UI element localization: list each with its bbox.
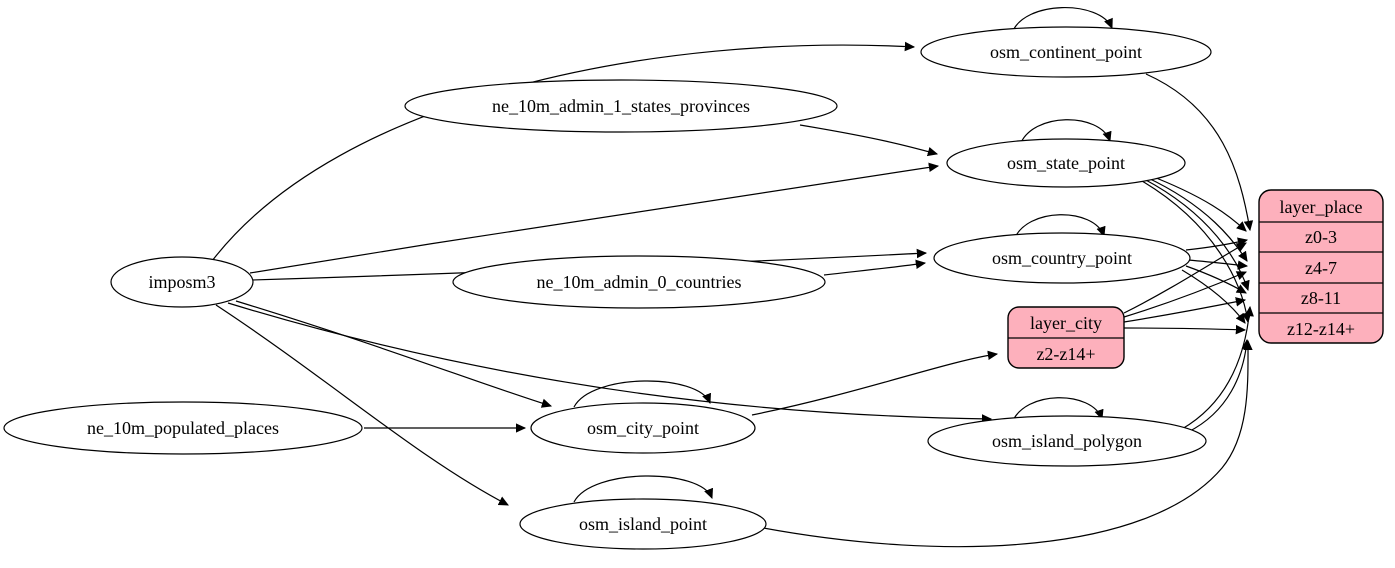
imposm3-shape — [110, 256, 254, 308]
edge-imposm3-osm_continent_point — [211, 41, 916, 262]
node-osm_city_point: osm_city_point — [530, 402, 756, 454]
edge-group — [211, 7, 1254, 548]
node-osm_state_point: osm_state_point — [946, 138, 1186, 188]
imposm3-label: imposm3 — [148, 272, 215, 292]
layer_place-title: layer_place — [1280, 197, 1363, 217]
edge-osm_country_point-layer_place-z4-7 — [1187, 259, 1249, 270]
ne_10m_populated_places-shape — [3, 401, 363, 455]
edge-osm_state_point-layer_place-z4-7 — [1145, 176, 1248, 262]
edge-osm_island_point-layer_place-z12-z14 — [757, 339, 1253, 548]
osm_island_point-label: osm_island_point — [579, 514, 707, 534]
edge-selfloop-osm_country_point — [1013, 214, 1106, 241]
node-imposm3: imposm3 — [110, 256, 254, 308]
node-ne_10m_populated_places: ne_10m_populated_places — [3, 401, 363, 455]
node-osm_island_point: osm_island_point — [519, 498, 767, 550]
edge-layer_city-layer_place-z0-3 — [1123, 242, 1247, 314]
osm_state_point-label: osm_state_point — [1007, 153, 1125, 173]
node-ne_10m_admin_1_states_provinces: ne_10m_admin_1_states_provinces — [404, 79, 838, 133]
osm_continent_point-shape — [920, 26, 1212, 78]
node-layer_city: layer_city z2-z14+ — [1007, 306, 1125, 369]
edge-imposm3-osm_city_point — [235, 300, 553, 408]
node-osm_continent_point: osm_continent_point — [920, 26, 1212, 78]
edge-selfloop-osm_continent_point — [1011, 7, 1113, 34]
edge-selfloop-osm_city_point — [573, 380, 711, 408]
ne_10m_admin_0_countries-label: ne_10m_admin_0_countries — [537, 272, 742, 292]
edge-selfloop-osm_island_point — [573, 475, 713, 503]
edge-osm_country_point-layer_place-z12-z14 — [1181, 269, 1246, 324]
layer_city-title: layer_city — [1030, 313, 1102, 333]
layer_city-row-z2-z14: z2-z14+ — [1036, 344, 1095, 364]
edge-ne_10m_admin_0_countries-osm_country_point — [823, 259, 927, 276]
edge-layer_city-layer_place-z12-z14 — [1123, 324, 1247, 335]
node-layer_place: layer_place z0-3 z4-7 z8-11 z12-z14+ — [1258, 189, 1384, 344]
edge-osm_city_point-layer_city-z2-z14 — [751, 350, 999, 416]
node-osm_country_point: osm_country_point — [933, 232, 1191, 284]
node-ne_10m_admin_0_countries: ne_10m_admin_0_countries — [452, 255, 826, 309]
edge-selfloop-osm_state_point — [1019, 119, 1112, 146]
edge-osm_continent_point-layer_place-z0-3 — [1145, 73, 1254, 232]
layer_place-row-z12-z14: z12-z14+ — [1287, 319, 1355, 339]
edge-layer_city-layer_place-z4-7 — [1123, 271, 1247, 318]
osm_state_point-shape — [946, 138, 1186, 188]
osm_island_point-shape — [519, 498, 767, 550]
osm_island_polygon-shape — [927, 415, 1207, 467]
ne_10m_populated_places-label: ne_10m_populated_places — [87, 418, 279, 438]
edge-imposm3-osm_island_point — [215, 304, 509, 506]
edge-imposm3-osm_island_polygon — [227, 302, 993, 424]
layer_place-row-z8-11: z8-11 — [1301, 288, 1341, 308]
osm_continent_point-label: osm_continent_point — [990, 42, 1142, 62]
osm_city_point-shape — [530, 402, 756, 454]
edge-layer_city-layer_place-z8-11 — [1123, 297, 1247, 323]
edge-selfloop-osm_island_polygon — [1011, 397, 1104, 424]
edge-osm_island_polygon-layer_place-z12-z14 — [1187, 338, 1251, 433]
layer_place-row-z0-3: z0-3 — [1305, 227, 1337, 247]
layer_place-row-z4-7: z4-7 — [1305, 258, 1337, 278]
ne_10m_admin_1_states_provinces-shape — [404, 79, 838, 133]
edge-osm_country_point-layer_place-z0-3 — [1185, 237, 1249, 251]
osm_country_point-label: osm_country_point — [992, 248, 1132, 268]
osm_country_point-shape — [933, 232, 1191, 284]
ne_10m_admin_0_countries-shape — [452, 255, 826, 309]
edge-osm_state_point-layer_place-z0-3 — [1145, 173, 1247, 232]
node-osm_island_polygon: osm_island_polygon — [927, 415, 1207, 467]
osm_island_polygon-label: osm_island_polygon — [992, 431, 1142, 451]
edge-ne_10m_admin_1_states_provinces-osm_state_point — [799, 124, 939, 157]
osm_city_point-label: osm_city_point — [587, 418, 699, 438]
ne_10m_admin_1_states_provinces-label: ne_10m_admin_1_states_provinces — [492, 96, 750, 116]
edge-osm_country_point-layer_place-z8-11 — [1185, 265, 1247, 294]
edge-osm_island_polygon-layer_place-z8-11 — [1181, 305, 1254, 430]
layer_place-shape — [1258, 189, 1384, 344]
